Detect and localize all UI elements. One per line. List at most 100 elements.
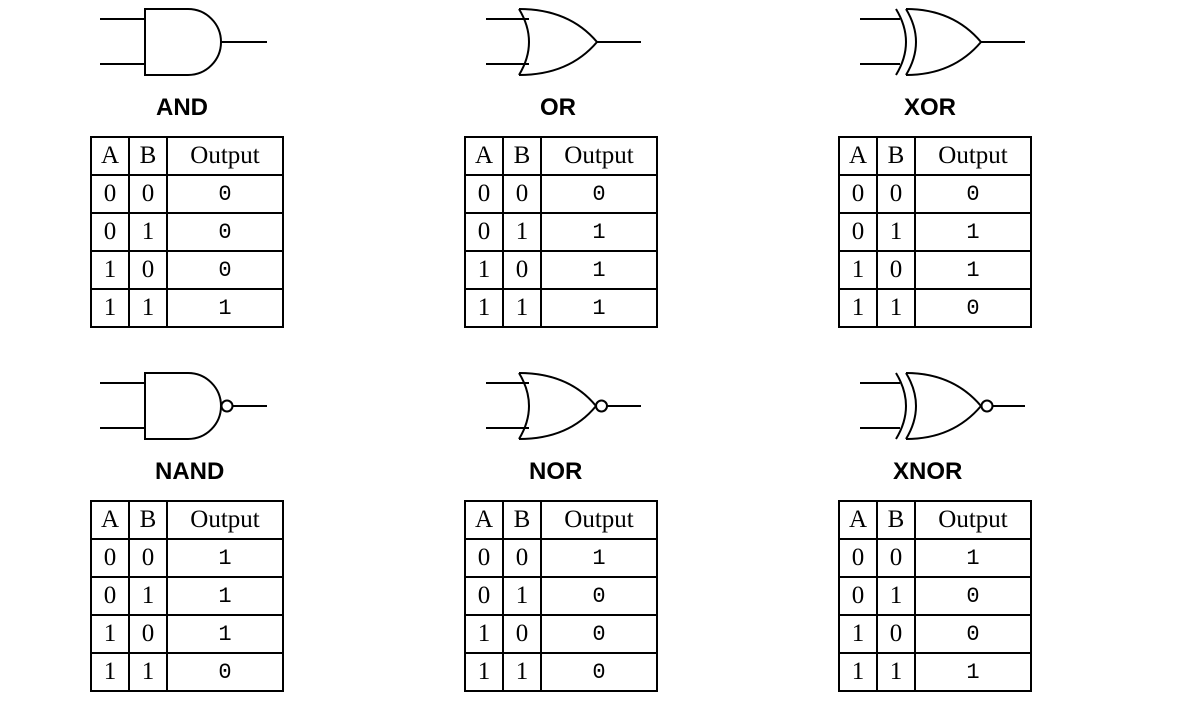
table-row: 0 0 1 — [90, 538, 284, 578]
table-row: 1 1 0 — [464, 652, 658, 692]
nand-gate-icon — [90, 364, 390, 454]
cell-a: 1 — [464, 652, 504, 692]
cell-output: 0 — [914, 576, 1032, 616]
cell-output: 1 — [166, 576, 284, 616]
cell-b: 1 — [502, 576, 542, 616]
cell-b: 1 — [876, 212, 916, 252]
gate-title-and: AND — [156, 94, 208, 121]
table-row: 0 0 0 — [838, 174, 1032, 214]
column-header-output: Output — [914, 500, 1032, 540]
column-header-a: A — [464, 500, 504, 540]
column-header-b: B — [502, 500, 542, 540]
cell-output: 0 — [914, 288, 1032, 328]
cell-a: 1 — [90, 652, 130, 692]
cell-a: 0 — [90, 212, 130, 252]
table-row: 1 0 0 — [90, 250, 284, 290]
table-row: 1 0 0 — [464, 614, 658, 654]
cell-a: 1 — [464, 250, 504, 290]
gate-block-xnor: XNOR A B Output 0 0 1 0 1 0 1 0 0 — [838, 364, 1138, 704]
cell-output: 1 — [540, 538, 658, 578]
column-header-output: Output — [540, 136, 658, 176]
cell-b: 0 — [502, 614, 542, 654]
cell-a: 0 — [838, 576, 878, 616]
cell-b: 1 — [128, 652, 168, 692]
gate-title-or: OR — [540, 94, 576, 121]
column-header-output: Output — [914, 136, 1032, 176]
cell-a: 1 — [90, 614, 130, 654]
truth-table-nor: A B Output 0 0 1 0 1 0 1 0 0 1 — [464, 500, 658, 692]
cell-output: 1 — [914, 652, 1032, 692]
cell-a: 1 — [838, 614, 878, 654]
table-row: 0 1 0 — [90, 212, 284, 252]
or-gate-icon — [464, 0, 764, 90]
table-row: 1 1 1 — [838, 652, 1032, 692]
cell-b: 1 — [128, 576, 168, 616]
xnor-gate-icon — [838, 364, 1138, 454]
table-row: 0 0 1 — [838, 538, 1032, 578]
column-header-output: Output — [166, 136, 284, 176]
cell-output: 1 — [166, 288, 284, 328]
table-row: 0 1 1 — [90, 576, 284, 616]
cell-output: 1 — [914, 538, 1032, 578]
cell-b: 0 — [502, 538, 542, 578]
cell-a: 1 — [838, 652, 878, 692]
cell-b: 1 — [502, 212, 542, 252]
gate-block-nor: NOR A B Output 0 0 1 0 1 0 1 0 0 — [464, 364, 764, 704]
cell-b: 0 — [876, 538, 916, 578]
table-header-row: A B Output — [464, 136, 658, 176]
cell-b: 1 — [502, 652, 542, 692]
cell-output: 1 — [914, 212, 1032, 252]
cell-output: 0 — [166, 250, 284, 290]
cell-b: 0 — [128, 614, 168, 654]
cell-a: 0 — [464, 538, 504, 578]
cell-output: 0 — [914, 174, 1032, 214]
gate-block-xor: XOR A B Output 0 0 0 0 1 1 1 0 1 — [838, 0, 1138, 340]
table-row: 1 0 1 — [464, 250, 658, 290]
table-row: 1 1 1 — [90, 288, 284, 328]
cell-b: 0 — [876, 614, 916, 654]
column-header-a: A — [90, 500, 130, 540]
column-header-b: B — [502, 136, 542, 176]
cell-a: 0 — [464, 576, 504, 616]
cell-output: 1 — [540, 250, 658, 290]
table-row: 0 0 0 — [464, 174, 658, 214]
cell-a: 0 — [90, 174, 130, 214]
cell-output: 1 — [540, 288, 658, 328]
table-header-row: A B Output — [90, 136, 284, 176]
cell-output: 1 — [914, 250, 1032, 290]
table-header-row: A B Output — [464, 500, 658, 540]
cell-b: 0 — [128, 538, 168, 578]
gate-block-or: OR A B Output 0 0 0 0 1 1 1 0 1 — [464, 0, 764, 340]
cell-b: 0 — [128, 250, 168, 290]
cell-output: 0 — [166, 174, 284, 214]
cell-a: 0 — [838, 212, 878, 252]
cell-a: 1 — [90, 288, 130, 328]
gate-title-nand: NAND — [155, 458, 225, 485]
cell-b: 0 — [502, 250, 542, 290]
table-row: 0 0 1 — [464, 538, 658, 578]
table-row: 1 0 1 — [90, 614, 284, 654]
truth-table-nand: A B Output 0 0 1 0 1 1 1 0 1 1 — [90, 500, 284, 692]
table-row: 0 1 1 — [838, 212, 1032, 252]
cell-b: 1 — [502, 288, 542, 328]
table-row: 0 1 0 — [464, 576, 658, 616]
gate-title-xor: XOR — [904, 94, 957, 121]
table-row: 1 0 0 — [838, 614, 1032, 654]
column-header-b: B — [876, 500, 916, 540]
column-header-a: A — [838, 136, 878, 176]
cell-output: 0 — [540, 174, 658, 214]
cell-a: 0 — [464, 212, 504, 252]
column-header-b: B — [128, 500, 168, 540]
gate-title-xnor: XNOR — [893, 458, 963, 485]
column-header-a: A — [464, 136, 504, 176]
cell-output: 0 — [166, 212, 284, 252]
table-row: 0 0 0 — [90, 174, 284, 214]
cell-a: 0 — [838, 538, 878, 578]
column-header-b: B — [876, 136, 916, 176]
cell-a: 1 — [464, 614, 504, 654]
truth-table-xor: A B Output 0 0 0 0 1 1 1 0 1 1 — [838, 136, 1032, 328]
gate-block-and: AND A B Output 0 0 0 0 1 0 1 0 0 — [90, 0, 390, 340]
column-header-a: A — [838, 500, 878, 540]
table-row: 1 1 0 — [90, 652, 284, 692]
cell-b: 1 — [128, 212, 168, 252]
